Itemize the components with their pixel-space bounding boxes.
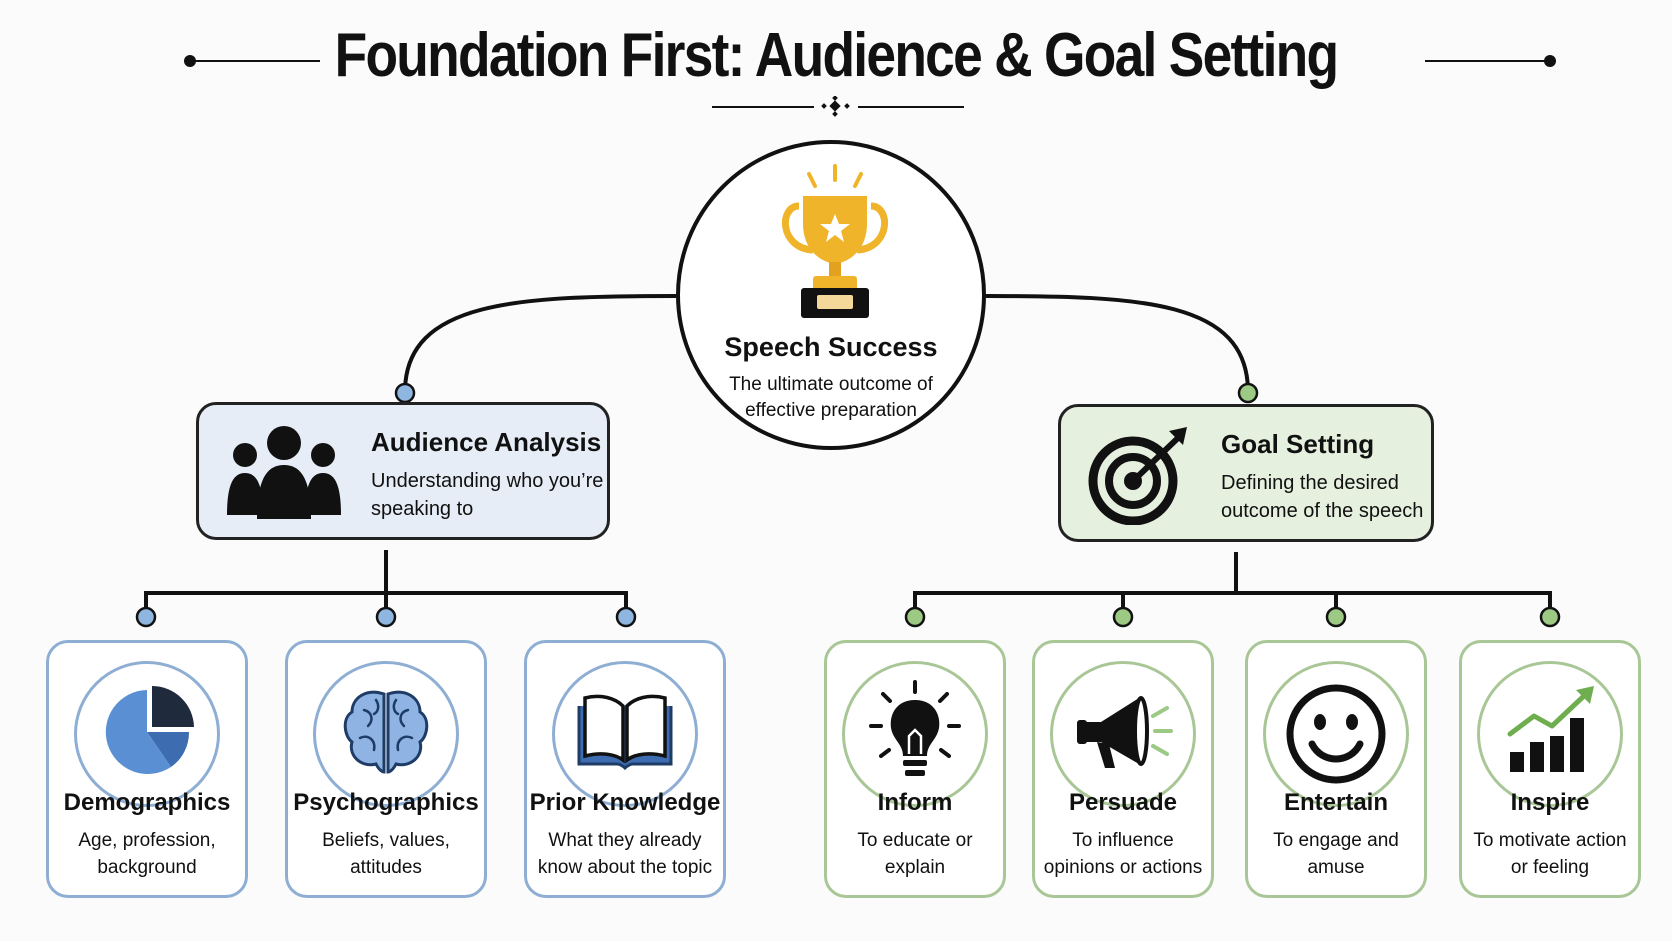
inform-subtitle: To educate or explain [857,830,973,878]
inspire-subtitle: To motivate action or feeling [1473,830,1627,878]
prior-knowledge-icon-ring [552,661,698,807]
entertain-card: Entertain To engage and amuse [1245,640,1427,898]
entertain-subtitle: To engage and amuse [1273,830,1399,878]
megaphone-icon [1077,696,1173,768]
inform-title: Inform [877,789,953,816]
title-ornament-icon [821,96,850,117]
title-underline-left [712,106,814,108]
entertain-title: Entertain [1283,789,1388,816]
title-underline-right [858,106,964,108]
inspire-card: Inspire To motivate action or feeling [1459,640,1641,898]
inspire-node-dot [1539,606,1561,628]
demographics-node-dot [135,606,157,628]
goal-setting-title: Goal Setting [1221,429,1375,459]
audience-analysis-box: Audience Analysis Understanding who you’… [196,402,610,540]
psychographics-title: Psychographics [293,789,479,816]
demographics-title: Demographics [63,789,231,816]
title-left-rule [190,60,320,62]
smiley-icon [1286,684,1386,784]
page-title: Foundation First: Audience & Goal Settin… [334,21,1340,90]
inform-node-dot [904,606,926,628]
speech-success-hub: Speech Success The ultimate outcome of e… [676,140,986,450]
psychographics-subtitle: Beliefs, values, attitudes [322,830,450,878]
demographics-card: Demographics Age, profession, background [46,640,248,898]
prior-knowledge-card: Prior Knowledge What they already know a… [524,640,726,898]
inspire-icon-ring [1477,661,1623,807]
open-book-icon [577,694,673,771]
hub-title: Speech Success [724,332,938,362]
psychographics-card: Psychographics Beliefs, values, attitude… [285,640,487,898]
goal-setting-subtitle: Defining the desired outcome of the spee… [1221,472,1424,522]
trophy-icon [781,164,889,318]
goal-node-dot [1237,382,1259,404]
persuade-node-dot [1112,606,1134,628]
title-right-rule [1425,60,1545,62]
psychographics-icon-ring [313,661,459,807]
entertain-icon-ring [1263,661,1409,807]
audience-analysis-subtitle: Understanding who you’re speaking to [371,470,604,520]
goal-to-cards-connector [913,552,1552,617]
audience-analysis-title: Audience Analysis [371,427,602,457]
prior-knowledge-node-dot [615,606,637,628]
persuade-card: Persuade To influence opinions or action… [1032,640,1214,898]
persuade-subtitle: To influence opinions or actions [1043,830,1203,878]
title-right-dot [1544,55,1556,67]
entertain-node-dot [1325,606,1347,628]
hub-to-goal-connector [985,294,1250,393]
demographics-icon-ring [74,661,220,807]
persuade-icon-ring [1050,661,1196,807]
target-icon [1088,427,1187,525]
brain-icon [343,690,429,774]
goal-setting-box: Goal Setting Defining the desired outcom… [1058,404,1434,542]
hub-to-audience-connector [403,294,677,393]
lightbulb-icon [869,680,961,776]
hub-subtitle: The ultimate outcome of effective prepar… [729,374,933,421]
demographics-subtitle: Age, profession, background [78,830,216,878]
audience-node-dot [394,382,416,404]
inform-card: Inform To educate or explain [824,640,1006,898]
pie-chart-icon [105,686,194,774]
persuade-title: Persuade [1068,789,1178,816]
psychographics-node-dot [375,606,397,628]
prior-knowledge-title: Prior Knowledge [529,789,721,816]
inform-icon-ring [842,661,988,807]
inspire-title: Inspire [1510,789,1590,816]
growth-chart-icon [1507,686,1594,772]
prior-knowledge-subtitle: What they already know about the topic [537,830,713,878]
people-icon [227,426,341,519]
